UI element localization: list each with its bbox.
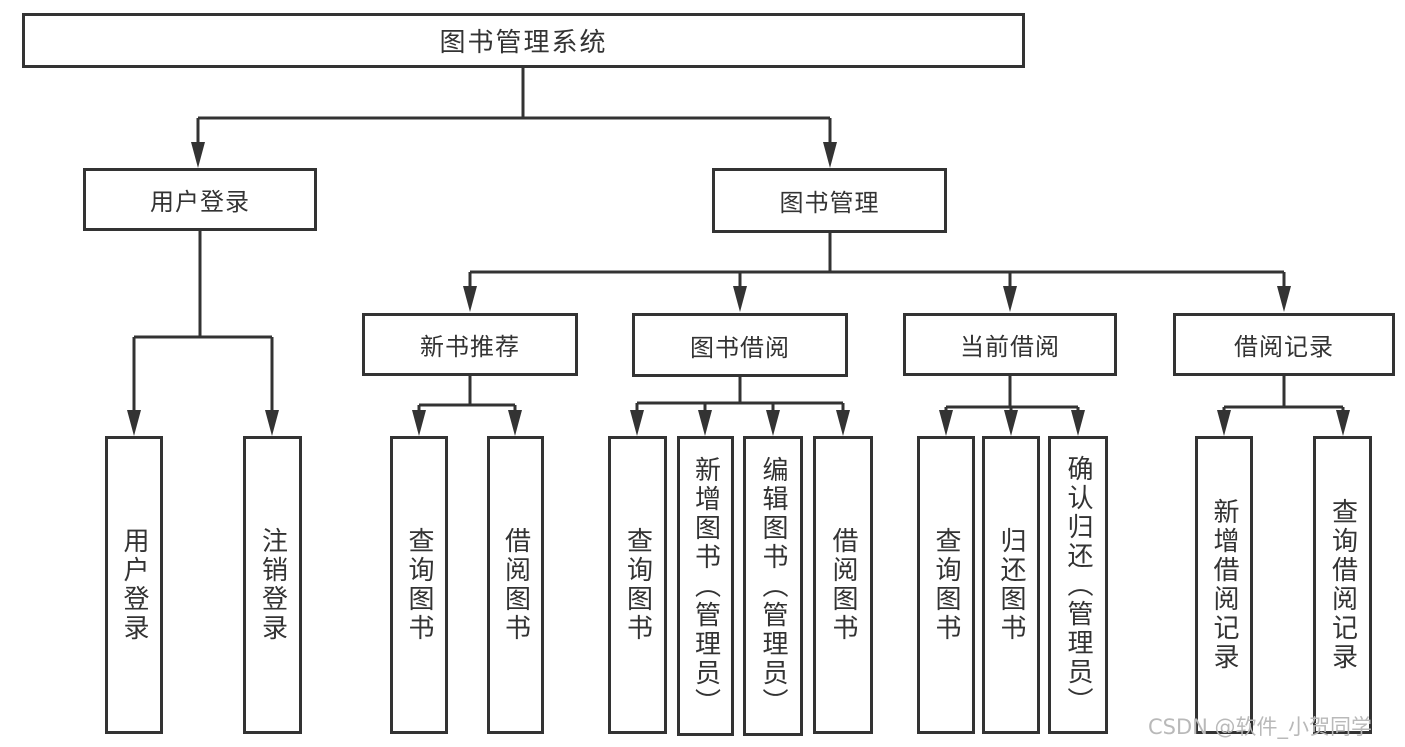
node-label: 借阅图书 — [500, 527, 531, 643]
node-book-borrowing: 图书借阅 — [632, 313, 848, 377]
leaf-user-login: 用户登录 — [105, 436, 163, 734]
leaf-query-books-borrowing: 查询图书 — [608, 436, 667, 734]
leaf-return-book: 归还图书 — [982, 436, 1040, 734]
node-label: 归还图书 — [996, 527, 1026, 643]
leaf-query-books-recommend: 查询图书 — [390, 436, 448, 734]
node-book-management: 图书管理 — [712, 168, 947, 233]
node-borrowing-records: 借阅记录 — [1173, 313, 1395, 376]
leaf-query-borrow-record: 查询借阅记录 — [1313, 436, 1372, 734]
leaf-borrow-books-recommend: 借阅图书 — [487, 436, 544, 734]
leaf-query-books-current: 查询图书 — [917, 436, 975, 734]
node-label: 查询图书 — [931, 527, 961, 643]
leaf-borrow-books-borrowing: 借阅图书 — [813, 436, 873, 734]
node-label: 编辑图书（管理员） — [758, 455, 788, 717]
node-label: 查询图书 — [622, 527, 653, 643]
node-label: 用户登录 — [119, 527, 149, 643]
node-label: 借阅图书 — [828, 527, 858, 643]
node-label: 新增图书（管理员） — [690, 455, 721, 717]
node-current-borrowing: 当前借阅 — [903, 313, 1117, 376]
node-label: 图书管理 — [779, 189, 880, 217]
node-label: 用户登录 — [150, 188, 250, 216]
node-label: 图书管理系统 — [439, 28, 608, 58]
node-label: 查询图书 — [404, 527, 434, 643]
node-label: 当前借阅 — [960, 333, 1060, 361]
leaf-add-borrow-record: 新增借阅记录 — [1195, 436, 1253, 734]
node-user-login: 用户登录 — [83, 168, 317, 231]
leaf-add-book-admin: 新增图书（管理员） — [677, 436, 734, 736]
leaf-edit-book-admin: 编辑图书（管理员） — [743, 436, 803, 736]
node-library-system: 图书管理系统 — [22, 13, 1025, 68]
node-label: 借阅记录 — [1234, 333, 1334, 361]
node-label: 新增借阅记录 — [1209, 498, 1239, 672]
node-label: 图书借阅 — [690, 333, 790, 362]
node-new-book-recommend: 新书推荐 — [362, 313, 578, 376]
leaf-confirm-return-admin: 确认归还（管理员） — [1048, 436, 1108, 734]
node-label: 新书推荐 — [420, 333, 520, 361]
leaf-logout: 注销登录 — [243, 436, 302, 734]
node-label: 注销登录 — [257, 527, 288, 643]
node-label: 确认归还（管理员） — [1063, 454, 1093, 716]
node-label: 查询借阅记录 — [1327, 498, 1358, 672]
csdn-watermark: CSDN @软件_小贺同学 — [1148, 715, 1373, 739]
